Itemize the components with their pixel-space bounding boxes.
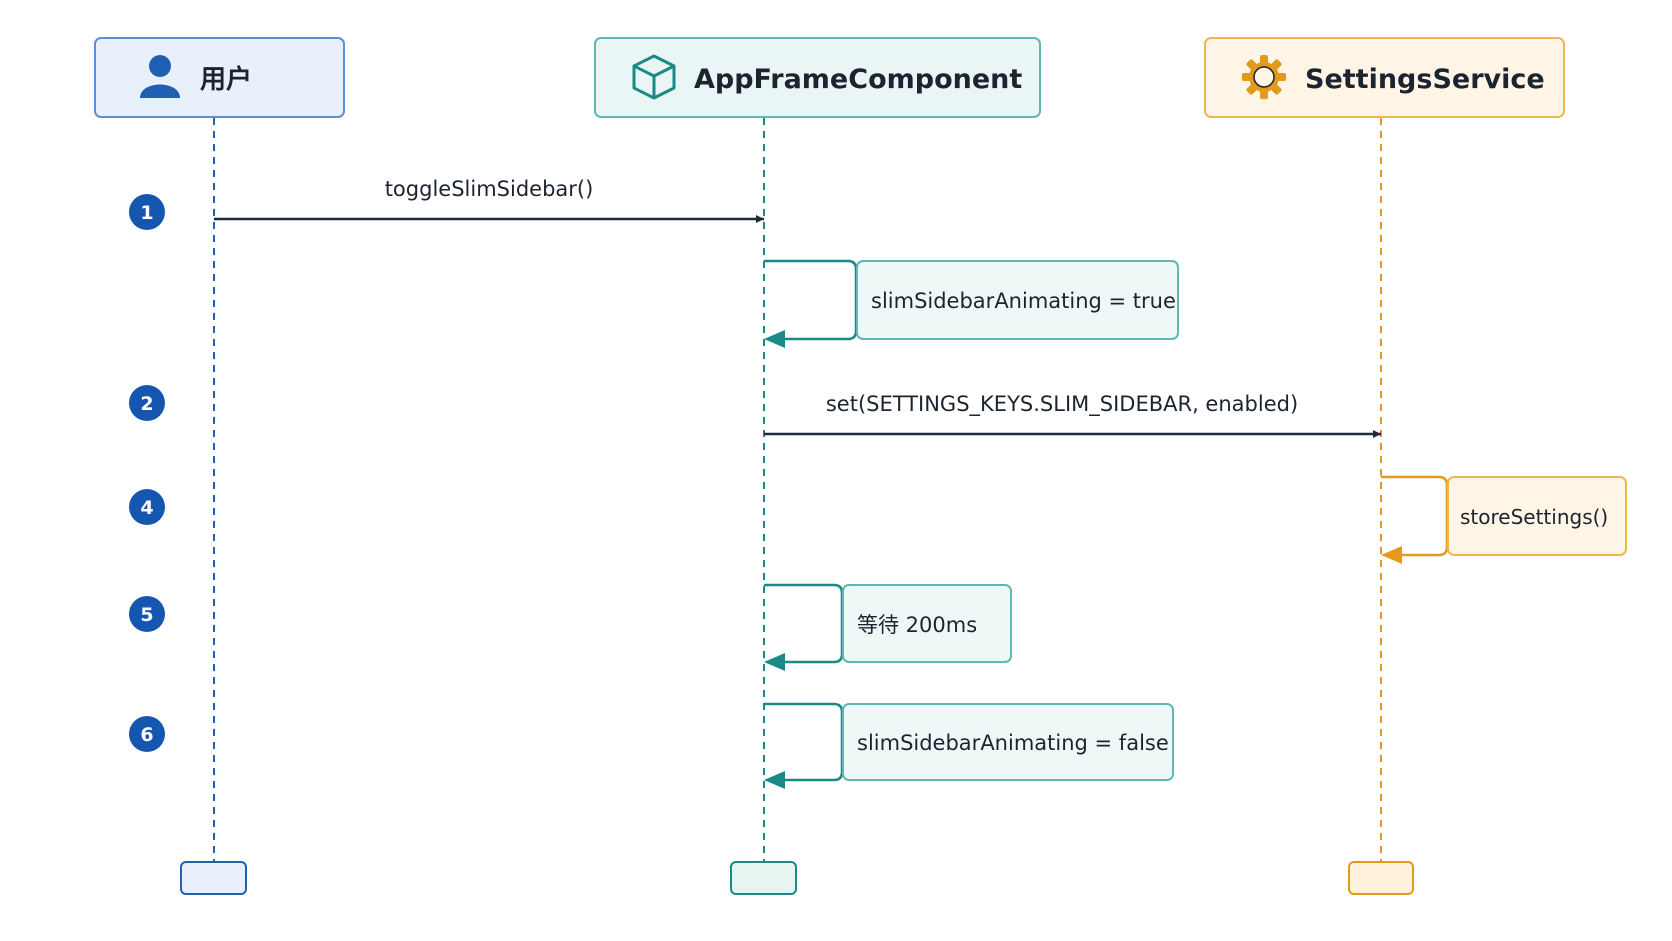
note-label: slimSidebarAnimating = true: [871, 289, 1176, 313]
arrowhead: [764, 330, 785, 348]
note-box: [842, 584, 1012, 663]
step-badge: [129, 489, 165, 525]
participant-app: AppFrameComponent: [594, 37, 1041, 118]
self-call-arrow: [764, 702, 844, 782]
self-call-arrow: [764, 259, 858, 341]
lifeline-end-user: [180, 861, 247, 895]
step-badge-number: 2: [140, 393, 153, 415]
self-call-arrow: [1381, 475, 1449, 557]
note-label: 等待 200ms: [857, 613, 977, 637]
person-icon: [140, 55, 180, 98]
step-badge: [129, 194, 165, 230]
step-badge: [129, 596, 165, 632]
message-label: toggleSlimSidebar(): [385, 177, 594, 201]
arrowhead: [764, 653, 785, 671]
step-badge-number: 4: [140, 497, 153, 519]
note-label: slimSidebarAnimating = false: [857, 731, 1169, 755]
step-badge: [129, 716, 165, 752]
note-box: [1447, 476, 1627, 556]
step-badge-number: 5: [140, 604, 153, 626]
message-label: set(SETTINGS_KEYS.SLIM_SIDEBAR, enabled): [826, 392, 1298, 417]
arrowhead: [1381, 546, 1402, 564]
participant-app-label: AppFrameComponent: [694, 64, 1022, 95]
step-badge-number: 1: [140, 202, 153, 224]
gear-icon: [1242, 55, 1286, 99]
step-2: 2 set(SETTINGS_KEYS.SLIM_SIDEBAR, enable…: [129, 385, 1381, 438]
cube-icon: [632, 54, 676, 100]
self-call-animating-true: slimSidebarAnimating = true: [764, 259, 1179, 348]
participant-user: 用户: [94, 37, 345, 118]
lifeline-end-app: [730, 861, 797, 895]
arrowhead: [764, 771, 785, 789]
note-box: [856, 260, 1179, 340]
step-badge-number: 6: [140, 724, 153, 746]
step-6: 6 slimSidebarAnimating = false: [129, 702, 1174, 789]
step-badge: [129, 385, 165, 421]
step-1: 1 toggleSlimSidebar(): [129, 177, 764, 230]
self-call-arrow: [764, 583, 844, 664]
participant-user-label: 用户: [200, 64, 252, 95]
step-5: 5 等待 200ms: [129, 583, 1012, 671]
participant-service: SettingsService: [1204, 37, 1565, 118]
step-4: 4 storeSettings(): [129, 475, 1627, 564]
note-box: [842, 703, 1174, 781]
note-label: storeSettings(): [1460, 505, 1608, 529]
lifeline-end-service: [1348, 861, 1414, 895]
participant-service-label: SettingsService: [1305, 64, 1545, 95]
